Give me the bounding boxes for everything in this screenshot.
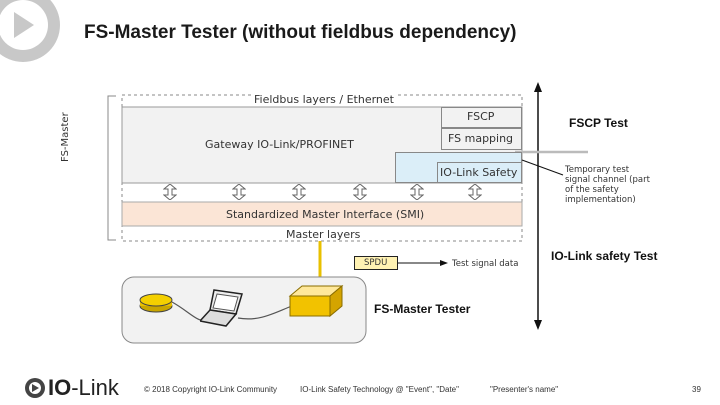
bidirectional-arrow-icon [410,184,424,200]
bidirectional-arrow-icon [232,184,246,200]
footer-copyright: © 2018 Copyright IO-Link Community [144,385,278,394]
fieldbus-layers-label: Fieldbus layers / Ethernet [252,93,396,106]
iolink-logo-text: IO-Link [48,375,119,401]
fs-master-label: FS-Master [60,112,71,162]
corner-logo-icon [0,0,60,62]
iolink-logo-icon [25,378,45,398]
page-number: 39 [692,385,701,394]
page-title: FS-Master Tester (without fieldbus depen… [84,22,517,43]
test-signal-data-label: Test signal data [452,259,519,269]
bidirectional-arrow-icon [292,184,306,200]
fscp-label: FSCP [467,110,495,123]
fscp-box [441,107,522,128]
logo-io: IO [48,375,72,400]
iolink-safety-test-label: IO-Link safety Test [551,249,658,263]
hub-device-icon [139,293,173,313]
temporary-note: Temporary test signal channel (part of t… [565,165,650,205]
smi-label: Standardized Master Interface (SMI) [226,208,425,221]
gateway-label: Gateway IO-Link/PROFINET [205,138,354,151]
tester-box-icon [288,284,344,318]
master-layers-label: Master layers [286,228,361,241]
fs-mapping-label: FS mapping [448,132,514,145]
bidirectional-arrow-icon [468,184,482,200]
spdu-label: SPDU [364,258,388,268]
bidirectional-arrow-icon [353,184,367,200]
laptop-icon [200,289,243,327]
bidirectional-arrow-icon [163,184,177,200]
fscp-test-label: FSCP Test [569,116,628,130]
spdu-box [354,256,398,270]
smi-box [121,201,523,227]
logo-link: -Link [71,375,119,400]
fs-master-tester-label: FS-Master Tester [374,302,471,316]
iolink-safety-box [437,162,522,183]
footer-presenter: "Presenter's name" [490,385,559,394]
footer-event: IO-Link Safety Technology @ "Event", "Da… [300,385,459,394]
fs-mapping-box [441,128,522,150]
iolink-safety-label: IO-Link Safety [440,166,518,179]
